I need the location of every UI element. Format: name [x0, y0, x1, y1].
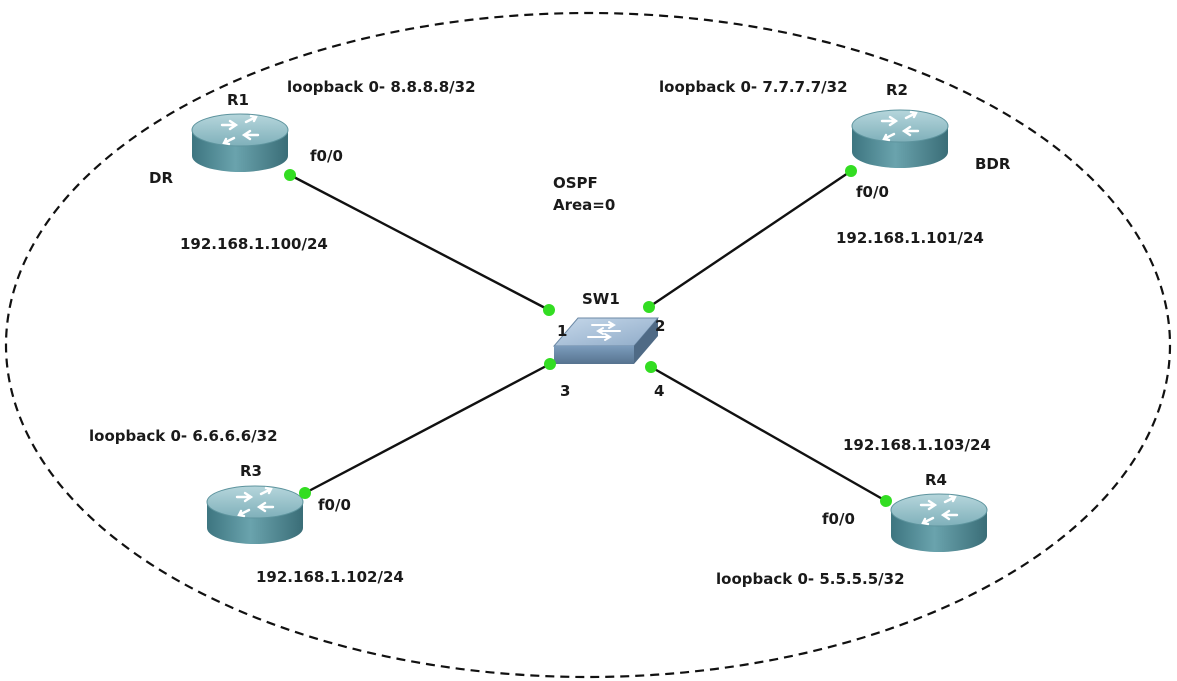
- port-dot-r1-f0-0: [284, 169, 296, 181]
- switch-port-3-label: 3: [560, 382, 571, 400]
- link-r3-sw1: [304, 362, 551, 495]
- ospf-protocol-label: OSPF: [553, 174, 598, 192]
- port-dot-sw1-1: [543, 304, 555, 316]
- ospf-area-boundary: [4, 11, 1172, 679]
- port-dot-r2-f0-0: [845, 165, 857, 177]
- switch-port-2-label: 2: [655, 317, 666, 335]
- router-r1-icon[interactable]: [191, 113, 289, 172]
- port-dot-sw1-2: [643, 301, 655, 313]
- r4-loopback-label: loopback 0- 5.5.5.5/32: [716, 570, 905, 588]
- r2-loopback-label: loopback 0- 7.7.7.7/32: [659, 78, 848, 96]
- link-r1-sw1: [289, 173, 550, 312]
- link-r2-sw1: [648, 170, 852, 308]
- r1-ip-label: 192.168.1.100/24: [180, 235, 328, 253]
- router-r2-icon[interactable]: [851, 109, 949, 168]
- r1-name-label: R1: [227, 91, 249, 109]
- r4-ip-label: 192.168.1.103/24: [843, 436, 991, 454]
- r1-loopback-label: loopback 0- 8.8.8.8/32: [287, 78, 476, 96]
- r2-name-label: R2: [886, 81, 908, 99]
- r3-ip-label: 192.168.1.102/24: [256, 568, 404, 586]
- ospf-area-label: Area=0: [553, 196, 616, 214]
- port-dot-r4-f0-0: [880, 495, 892, 507]
- port-dot-r3-f0-0: [299, 487, 311, 499]
- r2-interface-label: f0/0: [856, 183, 889, 201]
- router-r4-icon[interactable]: [890, 493, 988, 552]
- r4-name-label: R4: [925, 471, 947, 489]
- r2-ip-label: 192.168.1.101/24: [836, 229, 984, 247]
- switch-name-label: SW1: [582, 290, 620, 308]
- r3-loopback-label: loopback 0- 6.6.6.6/32: [89, 427, 278, 445]
- r2-role-label: BDR: [975, 155, 1011, 173]
- switch-sw1-icon[interactable]: [552, 317, 660, 364]
- switch-port-1-label: 1: [557, 322, 568, 340]
- link-r4-sw1: [650, 365, 887, 503]
- switch-port-4-label: 4: [654, 382, 665, 400]
- r3-interface-label: f0/0: [318, 496, 351, 514]
- r1-interface-label: f0/0: [310, 147, 343, 165]
- r3-name-label: R3: [240, 462, 262, 480]
- r1-role-label: DR: [149, 169, 174, 187]
- port-dot-sw1-3: [544, 358, 556, 370]
- r4-interface-label: f0/0: [822, 510, 855, 528]
- port-dot-sw1-4: [645, 361, 657, 373]
- router-r3-icon[interactable]: [206, 485, 304, 544]
